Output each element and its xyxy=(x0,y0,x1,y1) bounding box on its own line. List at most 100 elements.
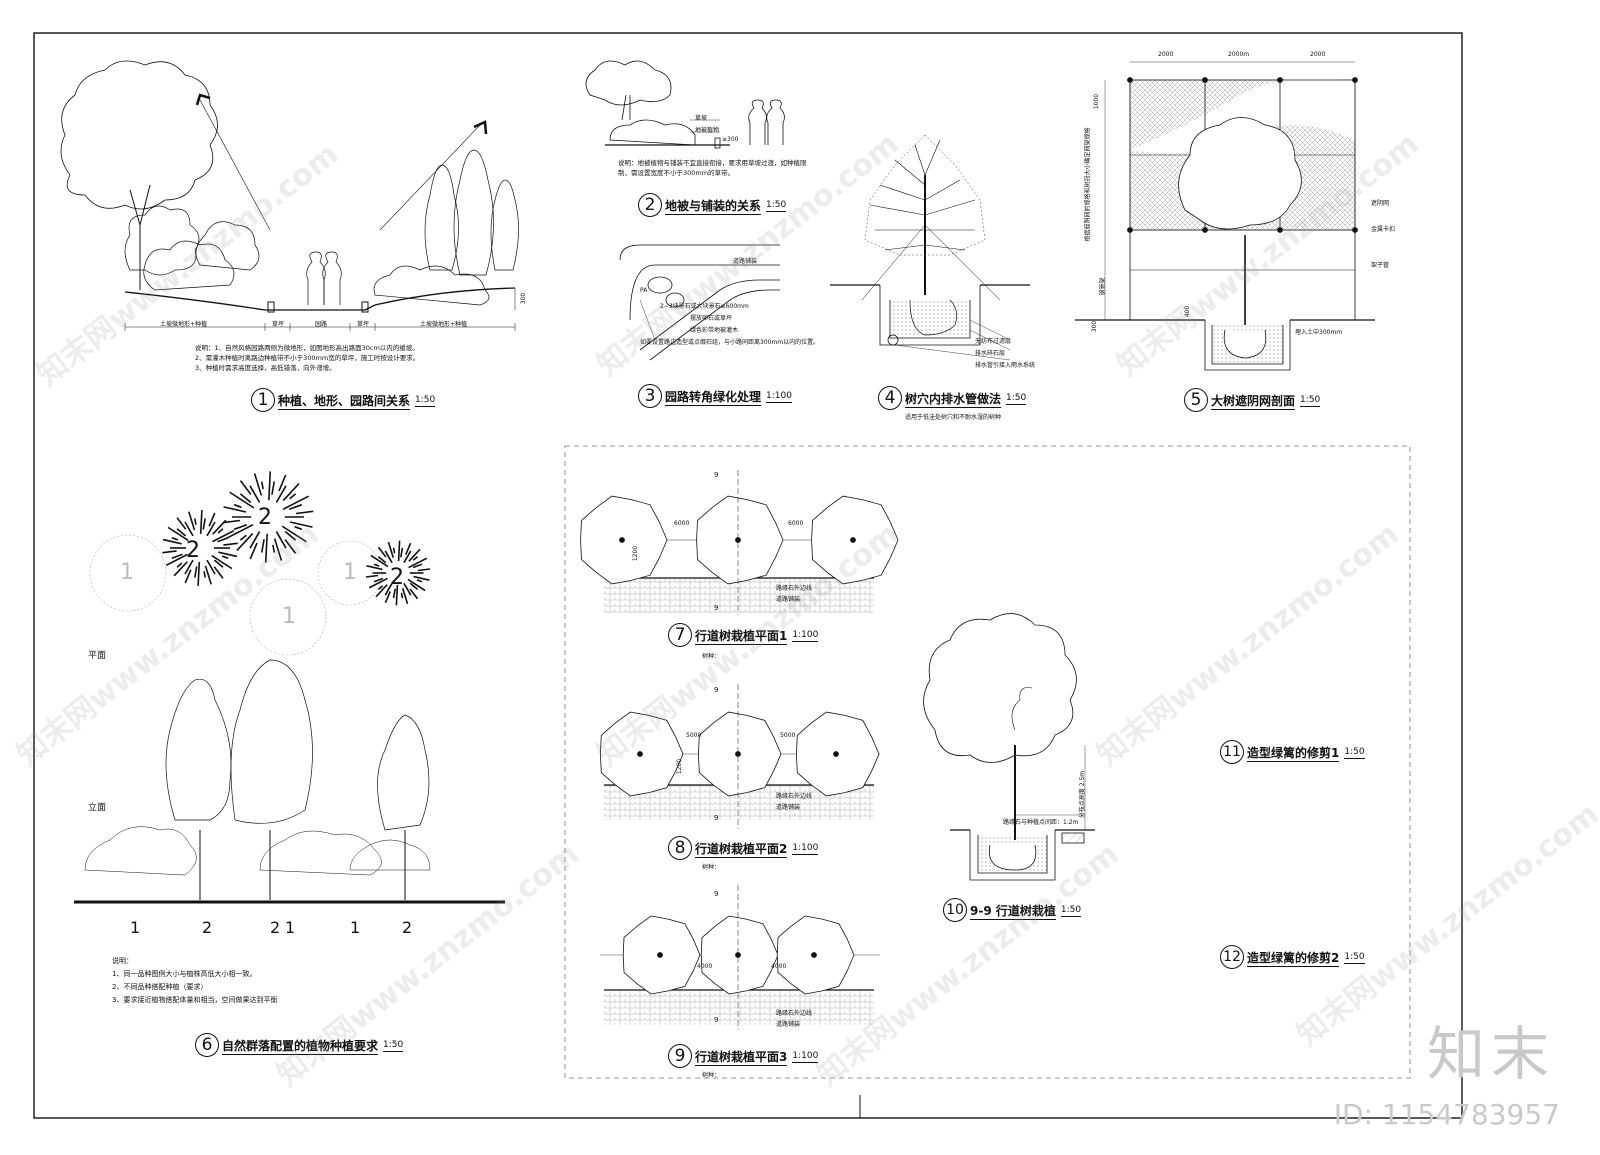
d9-section-top: 9 xyxy=(714,890,719,898)
d4-label-1: 无纺布过滤层 xyxy=(975,338,1012,345)
drawing-4-number: 4 xyxy=(878,386,902,410)
d5-dim-left-3: 300 xyxy=(1091,320,1099,333)
d2-note: 说明：地被植物与铺装不宜直接衔接，要求用草坡过渡，如种植限制，需设置宽度不小于3… xyxy=(618,159,807,177)
d1-dim-right: 300 xyxy=(520,292,528,305)
drawing-3-scale: 1:100 xyxy=(766,391,792,403)
drawing-5-shade-net xyxy=(1075,61,1375,371)
tree-trunk-point xyxy=(657,952,663,958)
drawing-5-title-text: 大树遮阴网剖面 xyxy=(1211,393,1296,410)
d2-dim: ≥300 xyxy=(722,136,739,143)
d6-note-3: 3、要求接近植物搭配体量和相当，空间做果达到平衡 xyxy=(112,996,278,1004)
d9-label-1: 路缘石外边线 xyxy=(776,1010,813,1017)
d5-label-net: 遮阴网 xyxy=(1371,200,1390,207)
d6-elev-number-2: 2 xyxy=(202,918,213,937)
d1-zone-4: 草坪 xyxy=(357,321,370,328)
drawing-2-number: 2 xyxy=(638,193,662,217)
d6-plan-number-3: 2 xyxy=(258,505,272,530)
d6-note-1: 1、同一品种图例大小与植株高低大小相一致。 xyxy=(112,970,257,978)
d7-species: 树种： xyxy=(702,653,721,660)
d4-subtitle: 适用于低洼处树穴和不耐水湿的树种 xyxy=(905,414,1002,421)
drawing-1-section xyxy=(60,60,519,331)
drawing-9-scale: 1:100 xyxy=(792,1051,819,1063)
drawing-12-scale: 1:50 xyxy=(1344,952,1365,964)
d5-dim-top-3: 2000 xyxy=(1310,51,1326,58)
street-tree-plans xyxy=(580,470,899,1030)
watermark-id: ID: 1154783957 xyxy=(1333,1098,1560,1131)
d8-label-1: 路缘石外边线 xyxy=(776,793,813,800)
d6-plan-number-6: 2 xyxy=(390,565,404,590)
d3-label-4: 绿色彩带地被灌木 xyxy=(690,327,739,334)
drawing-3-title-text: 园路转角绿化处理 xyxy=(665,389,762,406)
d9-species: 树种： xyxy=(702,1072,721,1079)
d3-label-1: 道路铺装 xyxy=(733,258,758,265)
d6-plan-number-2: 2 xyxy=(186,538,200,563)
drawing-2-title-text: 地被与铺装的关系 xyxy=(665,198,762,215)
drawing-8-scale: 1:100 xyxy=(792,843,819,855)
d2-label-2: 地被植物 xyxy=(695,127,720,134)
street-tree-plan xyxy=(599,684,880,829)
drawing-6-number: 6 xyxy=(195,1033,219,1057)
d8-dim-1: 5000 xyxy=(686,732,702,739)
d1-zone-2: 草坪 xyxy=(272,321,285,328)
d5-label-pipe: 架子管 xyxy=(1371,262,1390,269)
drawing-1-number: 1 xyxy=(251,388,275,412)
tree-trunk-point xyxy=(833,751,839,757)
tree-trunk-point xyxy=(811,952,817,958)
drawing-10-title-text: 9-9 行道树栽植 xyxy=(970,903,1056,920)
d5-label-left-1: 根据遮阴网的规格和树冠大小确定网架规格 xyxy=(1084,127,1092,242)
d1-note-1: 说明：1、自然风格园路两侧为微地形，如图地形高出路面30cm以内的缓坡。 xyxy=(195,344,419,352)
d6-elev-number-3: 2 xyxy=(270,918,281,937)
d5-dim-top-1: 2000 xyxy=(1158,51,1174,58)
watermark-logo: 知末 xyxy=(1426,1020,1555,1088)
d6-elev-number-4: 1 xyxy=(285,918,296,937)
drawing-5-number: 5 xyxy=(1184,388,1208,412)
drawing-6-plan xyxy=(89,471,431,656)
d1-note-2: 2、需灌木种植时离路边种植带不小于300mm宽的草坪，施工时按设计要求。 xyxy=(195,354,420,362)
tree-trunk-point xyxy=(619,537,625,543)
drawing-9-number: 9 xyxy=(668,1044,692,1068)
tree-trunk-point xyxy=(637,751,643,757)
d6-elev-number-6: 2 xyxy=(402,918,413,937)
drawing-6-scale: 1:50 xyxy=(383,1040,404,1052)
drawing-2-section xyxy=(585,60,785,149)
d1-zone-3: 园路 xyxy=(315,321,328,328)
d8-label-2: 道路铺装 xyxy=(776,804,801,811)
d9-dim-2: 4000 xyxy=(771,963,787,970)
drawing-7-number: 7 xyxy=(668,623,692,647)
d3-label-2: 2~3块景石或大块景石≥600mm xyxy=(660,303,749,310)
d3-label-3: 摆放卵石或草坪 xyxy=(690,315,733,322)
drawing-10-scale: 1:50 xyxy=(1060,905,1082,917)
street-tree-plan xyxy=(600,885,880,1030)
d8-section-bottom: 9 xyxy=(714,814,719,822)
d6-notes-title: 说明： xyxy=(112,957,133,965)
drawing-6-title-text: 自然群落配置的植物种植要求 xyxy=(222,1038,379,1055)
d6-notes: 说明： 1、同一品种图例大小与植株高低大小相一致。 2、不同品种搭配种植（要求）… xyxy=(112,955,277,1007)
drawing-7-scale: 1:100 xyxy=(792,630,819,642)
d2-label-1: 草坡 xyxy=(695,115,708,122)
d6-note-2: 2、不同品种搭配种植（要求） xyxy=(112,983,208,991)
d7-section-bottom: 9 xyxy=(714,604,719,612)
d9-label-2: 道路铺装 xyxy=(776,1021,801,1028)
d9-section-bottom: 9 xyxy=(714,1016,719,1024)
drawing-7-title-text: 行道树栽植平面1 xyxy=(695,628,788,645)
drawing-8-number: 8 xyxy=(668,836,692,860)
drawing-10-number: 10 xyxy=(943,898,967,922)
d3-label-5: 如要设置路边造型或点缀石组，与小路同距离300mm以内的位置。 xyxy=(640,339,820,346)
d1-zone-5: 土坡微地形+种植 xyxy=(420,321,468,328)
drawing-11-number: 11 xyxy=(1220,740,1244,764)
d7-dim-1: 6000 xyxy=(674,520,690,527)
d7-vdim: 1200 xyxy=(632,545,640,562)
drawing-4-title-text: 树穴内排水管做法 xyxy=(905,391,1002,408)
drawing-4-scale: 1:50 xyxy=(1006,393,1027,405)
d7-label-2: 道路铺装 xyxy=(776,596,801,603)
drawing-11-scale: 1:50 xyxy=(1344,747,1365,759)
d6-elevation-label: 立面 xyxy=(88,803,107,813)
